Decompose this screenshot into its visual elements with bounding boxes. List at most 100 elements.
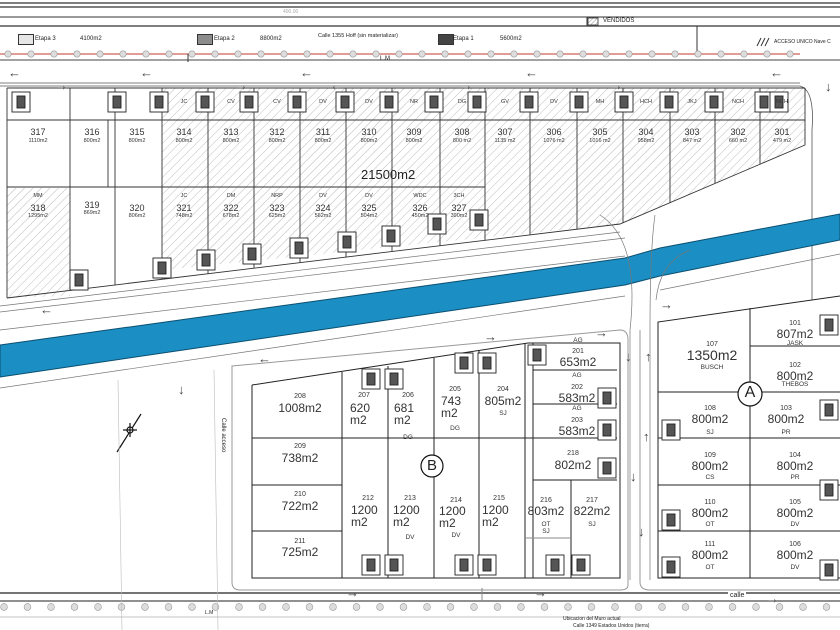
loading-dock-icon bbox=[107, 91, 127, 113]
lot-tenant: NRP bbox=[271, 193, 283, 199]
loading-dock-icon bbox=[361, 368, 381, 390]
tree-icon bbox=[540, 603, 549, 611]
lot-number: 216 bbox=[540, 497, 552, 504]
tree-icon bbox=[188, 50, 196, 58]
dock-door bbox=[294, 241, 304, 255]
north-arrow-icon bbox=[116, 413, 142, 453]
loading-dock-icon bbox=[239, 91, 259, 113]
lot-area: 583m2 bbox=[558, 424, 596, 438]
lot-tenant: DV bbox=[365, 193, 373, 199]
lot-number: 317 bbox=[30, 127, 46, 137]
dock-door bbox=[619, 95, 629, 109]
lot-number: 324 bbox=[315, 203, 331, 213]
lot-number: 301 bbox=[774, 127, 790, 137]
dock-door bbox=[247, 247, 257, 261]
lot-number: 211 bbox=[294, 538, 306, 545]
arrow-right-icon: → bbox=[595, 325, 608, 340]
loading-dock-icon bbox=[337, 231, 357, 253]
dock-door bbox=[157, 261, 167, 275]
lot-number: 311 bbox=[315, 127, 331, 137]
tree-icon bbox=[658, 603, 666, 611]
lot-tenant: DV bbox=[319, 99, 327, 105]
tree-icon bbox=[280, 50, 288, 58]
tree-icon bbox=[470, 603, 478, 611]
lot-area: 660 m2 bbox=[728, 138, 748, 144]
loading-dock-icon bbox=[361, 554, 381, 576]
lot-tenant: NCH bbox=[732, 99, 744, 105]
block-a-label: A bbox=[744, 384, 756, 401]
dock-door bbox=[824, 318, 834, 332]
lot-tenant: NR bbox=[410, 99, 418, 105]
lot-area: 743 m2 bbox=[441, 394, 462, 420]
dock-door bbox=[524, 95, 534, 109]
tree-icon bbox=[23, 603, 32, 611]
arrow-right-icon: → bbox=[484, 329, 497, 344]
arrow-down-icon: ↓ bbox=[178, 382, 185, 397]
tree-icon bbox=[611, 603, 619, 611]
lot-number: 326 bbox=[412, 203, 428, 213]
tree-icon bbox=[775, 603, 784, 611]
lot-area: 807m2 bbox=[776, 327, 814, 341]
lot-tenant: BUSCH bbox=[700, 364, 724, 371]
legend-area-etapa-3: 4100m2 bbox=[80, 36, 102, 42]
tree-icon bbox=[349, 50, 357, 58]
dock-door bbox=[602, 391, 612, 405]
lot-area: 800 m2 bbox=[452, 138, 472, 144]
legend-swatch-etapa-3 bbox=[18, 34, 34, 45]
lot-number: 302 bbox=[730, 127, 746, 137]
lot-number: 102 bbox=[789, 362, 801, 369]
trees-bottom bbox=[0, 603, 831, 611]
lot-area: 583m2 bbox=[558, 391, 596, 405]
loading-dock-icon bbox=[11, 91, 31, 113]
lot-number: 204 bbox=[497, 386, 509, 393]
tree-icon bbox=[493, 603, 502, 611]
tree-icon bbox=[211, 50, 219, 58]
legend-swatch-etapa-1 bbox=[438, 34, 454, 45]
lot-area: 1008m2 bbox=[278, 401, 322, 415]
block-a-marker bbox=[737, 381, 763, 407]
access-icon bbox=[756, 37, 770, 47]
tree-icon bbox=[517, 603, 525, 611]
lot-area: 958m2 bbox=[637, 138, 655, 144]
dock-door bbox=[824, 403, 834, 417]
dock-door bbox=[429, 95, 439, 109]
dock-door bbox=[709, 95, 719, 109]
top-road bbox=[0, 82, 813, 300]
lot-tenant: AG bbox=[573, 337, 583, 344]
lot-tenant: DV bbox=[790, 521, 800, 528]
lot-area: 390m2 bbox=[450, 213, 468, 219]
street-south-label: Calle 1349 Estados Unidos (tierra) bbox=[573, 623, 650, 629]
lot-tenant: JC bbox=[180, 193, 188, 199]
lot-tenant: OT SJ bbox=[541, 521, 551, 535]
legend-label-etapa-2: Etapa 2 bbox=[214, 36, 235, 42]
legend-swatch-etapa-2 bbox=[197, 34, 213, 45]
total-area-label: 21500m2 bbox=[361, 167, 416, 182]
sold-legend-label: VENDIDOS bbox=[603, 18, 635, 24]
loading-dock-icon bbox=[545, 554, 565, 576]
lot-tenant: CV bbox=[273, 99, 281, 105]
lot-number: 213 bbox=[404, 495, 416, 502]
tree-icon bbox=[27, 50, 35, 58]
tree-icon bbox=[799, 603, 807, 611]
tree-icon bbox=[763, 50, 771, 58]
loading-dock-icon bbox=[769, 91, 789, 113]
lot-area: 450m2 bbox=[411, 213, 429, 219]
lot-area: 822m2 bbox=[573, 504, 611, 518]
tree-icon bbox=[705, 603, 713, 611]
dock-door bbox=[482, 356, 492, 370]
lot-area: 678m2 bbox=[222, 213, 240, 219]
lot-area: 1016 m2 bbox=[589, 138, 611, 144]
lot-tenant: DG bbox=[450, 425, 460, 432]
lot-tenant: AG bbox=[572, 372, 582, 379]
loading-dock-icon bbox=[242, 243, 262, 265]
arrow-left-icon: ← bbox=[525, 65, 538, 80]
wall-location-label: Ubicacion del Muro actual bbox=[563, 616, 621, 622]
loading-dock-icon bbox=[819, 399, 839, 421]
tree-icon bbox=[352, 603, 361, 611]
arrow-down-icon: ↓ bbox=[630, 469, 637, 484]
loading-dock-icon bbox=[819, 479, 839, 501]
tree-icon bbox=[564, 603, 572, 611]
loading-dock-icon bbox=[819, 559, 839, 581]
tree-icon bbox=[786, 50, 794, 58]
